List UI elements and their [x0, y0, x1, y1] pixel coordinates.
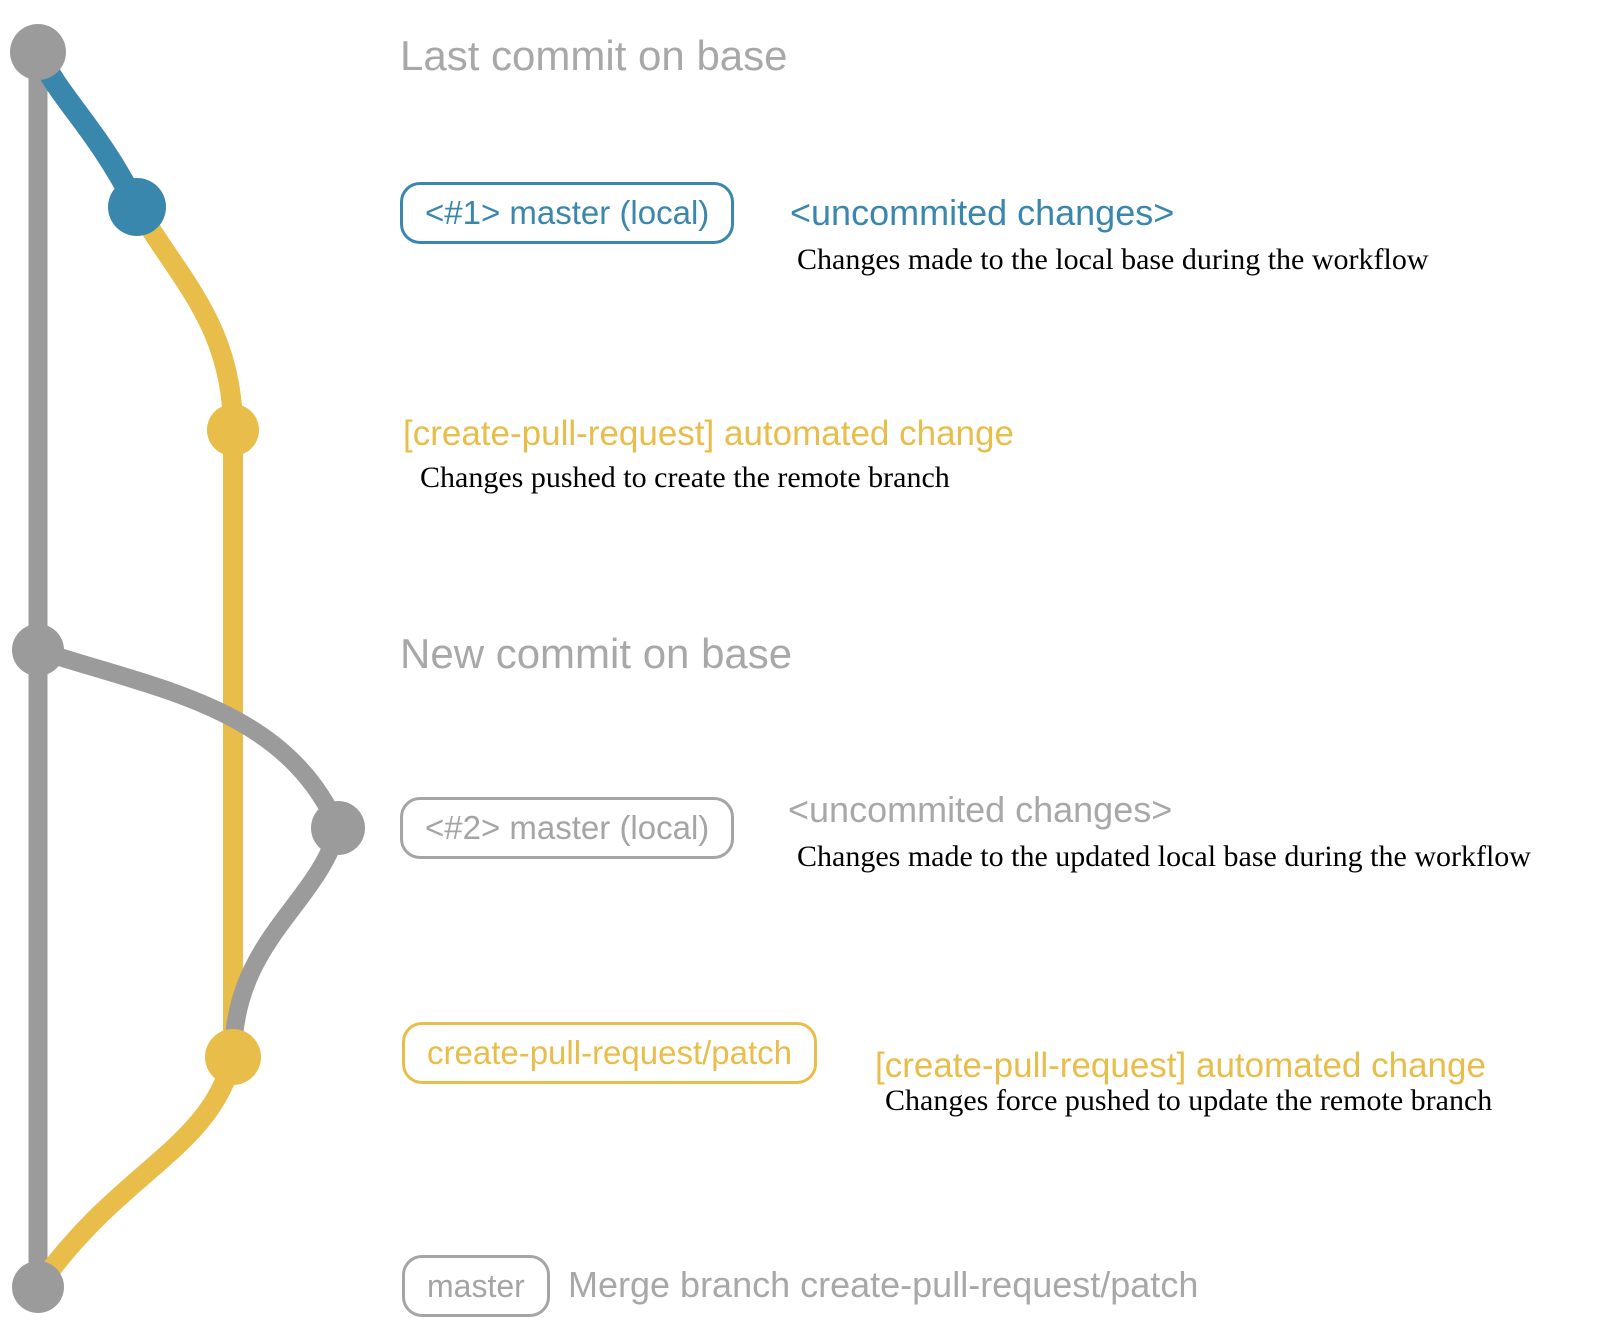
- label-new-commit-on-base: New commit on base: [400, 630, 793, 677]
- branch-local-2-line: [35, 641, 348, 1058]
- note-automated-change-2: [create-pull-request] automated change: [875, 1046, 1486, 1085]
- git-graph-svg: [10, 24, 365, 1313]
- commit-node-new-base: [12, 624, 64, 676]
- badge-create-pull-request-patch: create-pull-request/patch: [402, 1022, 818, 1084]
- note-uncommited-changes-1: <uncommited changes>: [790, 192, 1175, 233]
- note-uncommited-changes-2: <uncommited changes>: [788, 789, 1173, 830]
- badge-master-merge: master: [402, 1255, 550, 1317]
- desc-force-pushed-update: Changes force pushed to update the remot…: [885, 1084, 1493, 1117]
- note-automated-change-1: [create-pull-request] automated change: [403, 414, 1014, 453]
- desc-local-base-changes-1: Changes made to the local base during th…: [797, 243, 1429, 276]
- badge-master-local-1: <#1> master (local): [400, 182, 735, 244]
- desc-local-base-changes-2: Changes made to the updated local base d…: [797, 840, 1531, 873]
- commit-node-patch-2: [205, 1029, 261, 1085]
- label-last-commit-on-base: Last commit on base: [400, 32, 788, 79]
- commit-node-local-2: [311, 801, 365, 855]
- commit-node-patch-1: [207, 404, 259, 456]
- commit-node-local-1: [108, 178, 166, 236]
- note-merge-branch: Merge branch create-pull-request/patch: [568, 1264, 1199, 1305]
- commit-node-merge: [12, 1261, 64, 1313]
- badge-master-local-2: <#2> master (local): [400, 797, 735, 859]
- desc-pushed-create-remote: Changes pushed to create the remote bran…: [420, 461, 950, 494]
- branch-patch-line: [29, 201, 243, 1293]
- commit-node-last-base: [10, 24, 66, 80]
